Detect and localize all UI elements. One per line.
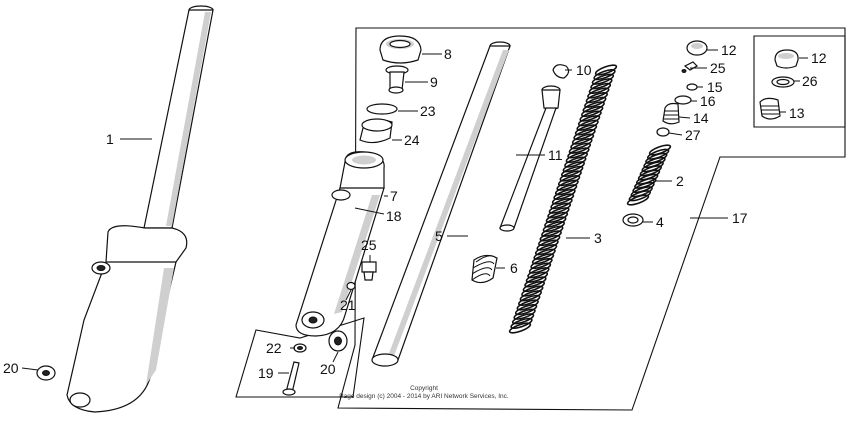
label-25-drain: 25 [361, 237, 377, 253]
label-3: 3 [594, 230, 602, 246]
label-17: 17 [732, 210, 748, 226]
label-18: 18 [386, 208, 402, 224]
label-15: 15 [707, 79, 723, 95]
fork-pipe [371, 41, 511, 367]
label-4: 4 [656, 214, 664, 230]
top-cap-cluster [656, 40, 708, 137]
label-9: 9 [430, 74, 438, 90]
label-14: 14 [693, 110, 709, 126]
o-ring [366, 103, 398, 115]
label-6: 6 [510, 260, 518, 276]
part-number-labels: 1 8 9 23 24 7 18 25 21 22 19 20 20 5 10 … [3, 42, 827, 381]
label-16: 16 [700, 93, 716, 109]
washer-left [36, 365, 56, 381]
label-8: 8 [444, 46, 452, 62]
label-12-inset: 12 [811, 50, 827, 66]
washer-right [328, 330, 348, 352]
label-5: 5 [435, 228, 443, 244]
copyright-notice: Copyright Page design (c) 2004 - 2014 by… [339, 385, 509, 400]
inset-box [753, 35, 846, 128]
label-12: 12 [721, 42, 737, 58]
damper-rod [499, 85, 561, 232]
inset-parts [759, 49, 799, 120]
label-26: 26 [802, 73, 818, 89]
sealing-washer [346, 281, 356, 291]
label-23: 23 [420, 103, 436, 119]
label-25-cap: 25 [710, 60, 726, 76]
rebound-spring [471, 254, 498, 284]
fork-slider [295, 151, 385, 337]
label-10: 10 [576, 62, 592, 78]
fork-leg-assembly [66, 5, 214, 413]
fork-cap [379, 35, 422, 64]
spring-seat [622, 213, 644, 227]
label-13: 13 [789, 105, 805, 121]
drain-bolt [361, 261, 377, 281]
label-2: 2 [676, 173, 684, 189]
label-7: 7 [390, 188, 398, 204]
label-22: 22 [266, 340, 282, 356]
label-24: 24 [404, 132, 420, 148]
label-20-left: 20 [3, 360, 19, 376]
label-19: 19 [258, 365, 274, 381]
oil-seal [359, 118, 393, 144]
short-spring [626, 144, 672, 206]
label-1: 1 [106, 131, 114, 147]
label-11: 11 [548, 147, 563, 163]
fork-spring [508, 64, 618, 334]
copyright-line-2: Page design (c) 2004 - 2014 by ARI Netwo… [339, 393, 509, 400]
label-27: 27 [685, 127, 701, 143]
copyright-line-1: Copyright [410, 385, 438, 392]
circlip [552, 64, 570, 79]
leader-lines [21, 49, 808, 374]
label-20-right: 20 [320, 361, 336, 377]
cap-bolt [385, 65, 409, 94]
label-21: 21 [340, 297, 356, 313]
socket-bolt-and-washer [282, 343, 307, 396]
